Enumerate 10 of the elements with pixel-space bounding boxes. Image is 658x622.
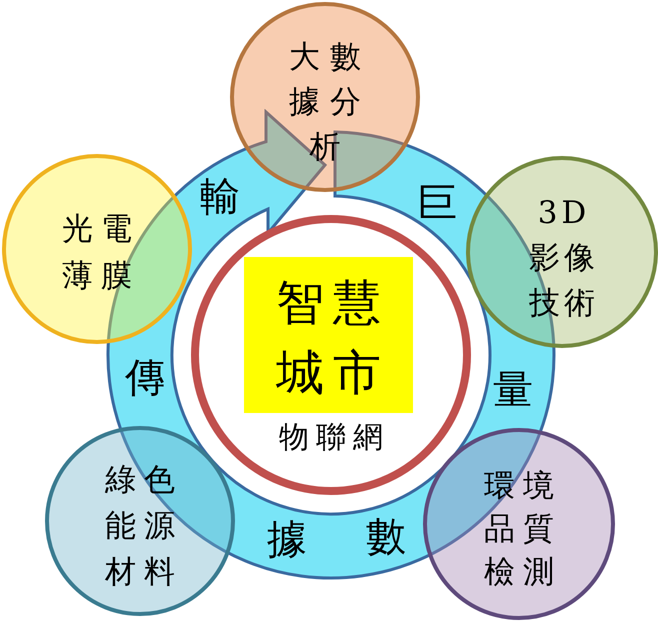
- topic-circle: 環境品質檢測: [423, 428, 615, 620]
- arrow-label: 數: [365, 515, 407, 559]
- topic-circle: 3D影像技術: [466, 156, 658, 348]
- topic-circle: 綠色能源材料: [45, 426, 235, 616]
- subtitle-text: 物聯網: [278, 419, 390, 457]
- arrow-label: 據: [266, 518, 308, 562]
- arrow-label: 傳: [124, 356, 166, 400]
- title-box: 智慧城市: [244, 257, 413, 413]
- topic-circle: 光電薄膜: [2, 154, 192, 344]
- arrow-label: 量: [492, 368, 534, 412]
